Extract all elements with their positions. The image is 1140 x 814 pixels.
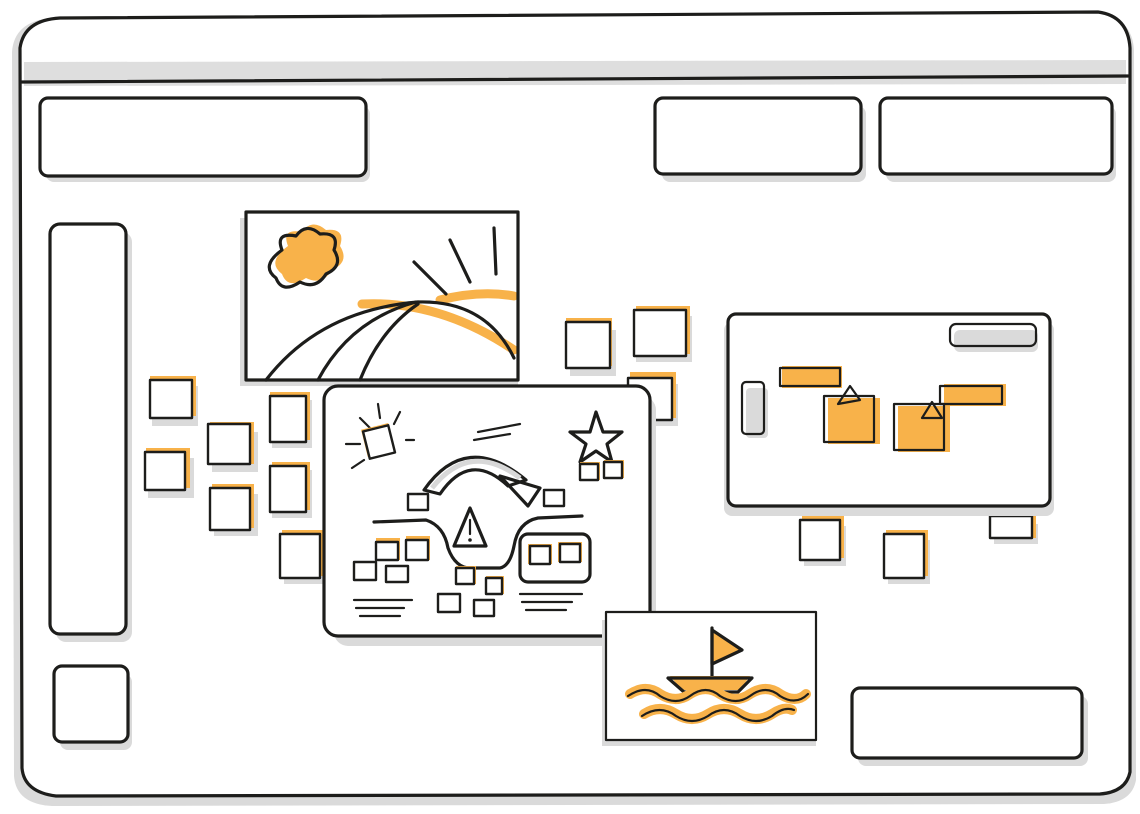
sticky-note[interactable] bbox=[143, 448, 194, 498]
sticky-note[interactable] bbox=[988, 514, 1038, 544]
sticky-note[interactable] bbox=[268, 462, 312, 518]
bottom-right-button[interactable] bbox=[850, 686, 1088, 766]
curved-arrow-icon bbox=[422, 455, 542, 508]
sticky-note[interactable] bbox=[632, 306, 692, 362]
sticky-note[interactable] bbox=[564, 318, 616, 376]
wireframe-card[interactable] bbox=[724, 312, 1054, 516]
sticky-note[interactable] bbox=[208, 484, 258, 536]
lightbulb-icon bbox=[344, 402, 416, 470]
waves-icon bbox=[625, 684, 811, 724]
left-sidebar-panel[interactable] bbox=[48, 222, 132, 642]
workflow-diagram-card[interactable] bbox=[322, 384, 656, 646]
sticky-note[interactable] bbox=[206, 422, 258, 472]
sticky-note[interactable] bbox=[268, 392, 312, 448]
toolbar-button-2[interactable] bbox=[878, 96, 1116, 182]
sticky-note[interactable] bbox=[148, 376, 198, 426]
toolbar-left-field[interactable] bbox=[38, 96, 370, 182]
landscape-image-card[interactable] bbox=[240, 210, 520, 386]
cloud-icon bbox=[267, 226, 340, 289]
title-bar bbox=[20, 60, 1130, 86]
toolbar-button-1[interactable] bbox=[653, 96, 866, 182]
sticky-note[interactable] bbox=[798, 516, 846, 566]
sun-icon bbox=[412, 226, 498, 296]
sticky-note[interactable] bbox=[278, 530, 326, 584]
corner-button[interactable] bbox=[52, 664, 132, 750]
warning-icon bbox=[452, 506, 488, 548]
boat-icon bbox=[666, 626, 754, 694]
sticky-note-cluster-right bbox=[798, 514, 1038, 584]
sticky-note[interactable] bbox=[882, 530, 930, 584]
sticky-note-cluster-left bbox=[143, 376, 326, 584]
star-icon bbox=[568, 410, 624, 464]
boat-image-card[interactable] bbox=[602, 610, 818, 746]
